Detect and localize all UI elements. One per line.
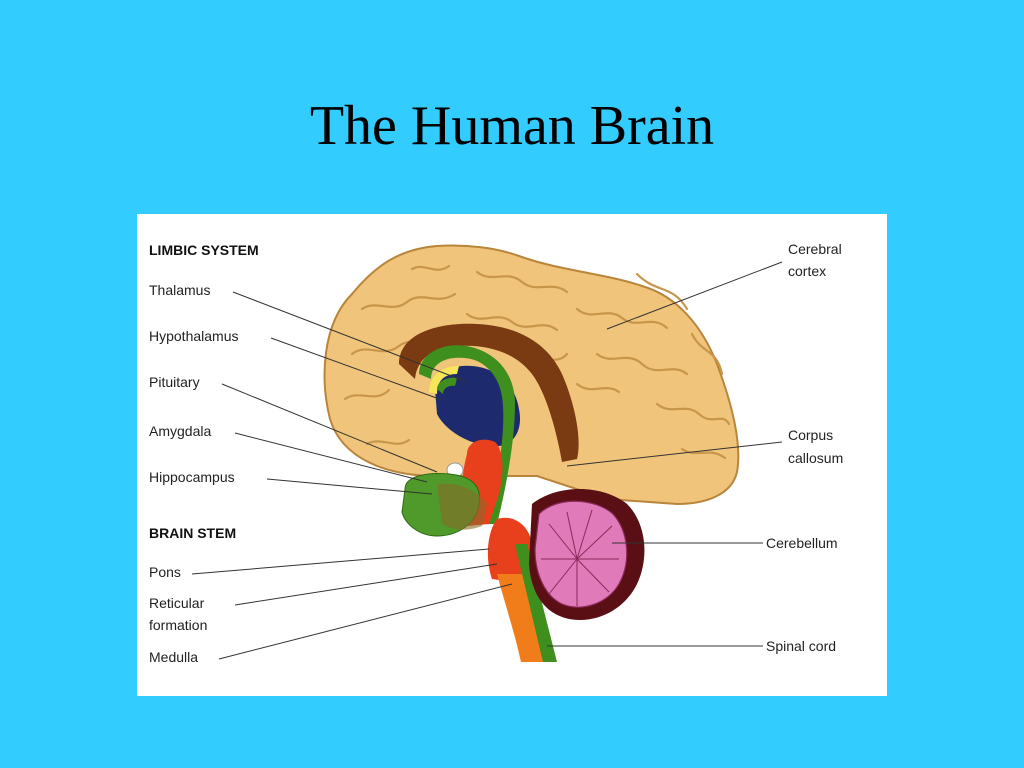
label-hypothalamus: Hypothalamus (149, 328, 239, 344)
label-corpus-line1: Corpus (788, 427, 833, 443)
label-cerebral-line2: cortex (788, 263, 826, 279)
thalamus (435, 365, 521, 447)
label-thalamus: Thalamus (149, 282, 210, 298)
limbic-system-heading: LIMBIC SYSTEM (149, 242, 259, 258)
corpus-callosum (399, 323, 579, 462)
fornix (419, 345, 515, 524)
label-pituitary: Pituitary (149, 374, 200, 390)
slide-title: The Human Brain (309, 95, 715, 157)
leader-lines (191, 261, 783, 660)
label-spinal-cord: Spinal cord (766, 638, 836, 654)
label-corpus-line2: callosum (788, 450, 843, 466)
brain-diagram-panel: LIMBIC SYSTEM Thalamus Hypothalamus Pitu… (137, 214, 887, 696)
medulla (497, 574, 549, 662)
brain-diagram: LIMBIC SYSTEM Thalamus Hypothalamus Pitu… (149, 241, 843, 665)
label-reticular-line2: formation (149, 617, 207, 633)
brain-stem-heading: BRAIN STEM (149, 525, 236, 541)
label-hippocampus: Hippocampus (149, 469, 235, 485)
brain-illustration (323, 244, 740, 662)
yellow-layer (429, 366, 459, 394)
label-cerebellum: Cerebellum (766, 535, 838, 551)
cerebellum-arbor (534, 500, 628, 608)
label-medulla: Medulla (149, 649, 198, 665)
label-amygdala: Amygdala (149, 423, 211, 439)
label-reticular-line1: Reticular (149, 595, 205, 611)
cerebral-cortex (323, 244, 740, 506)
label-pons: Pons (149, 564, 181, 580)
label-cerebral-line1: Cerebral (788, 241, 842, 257)
